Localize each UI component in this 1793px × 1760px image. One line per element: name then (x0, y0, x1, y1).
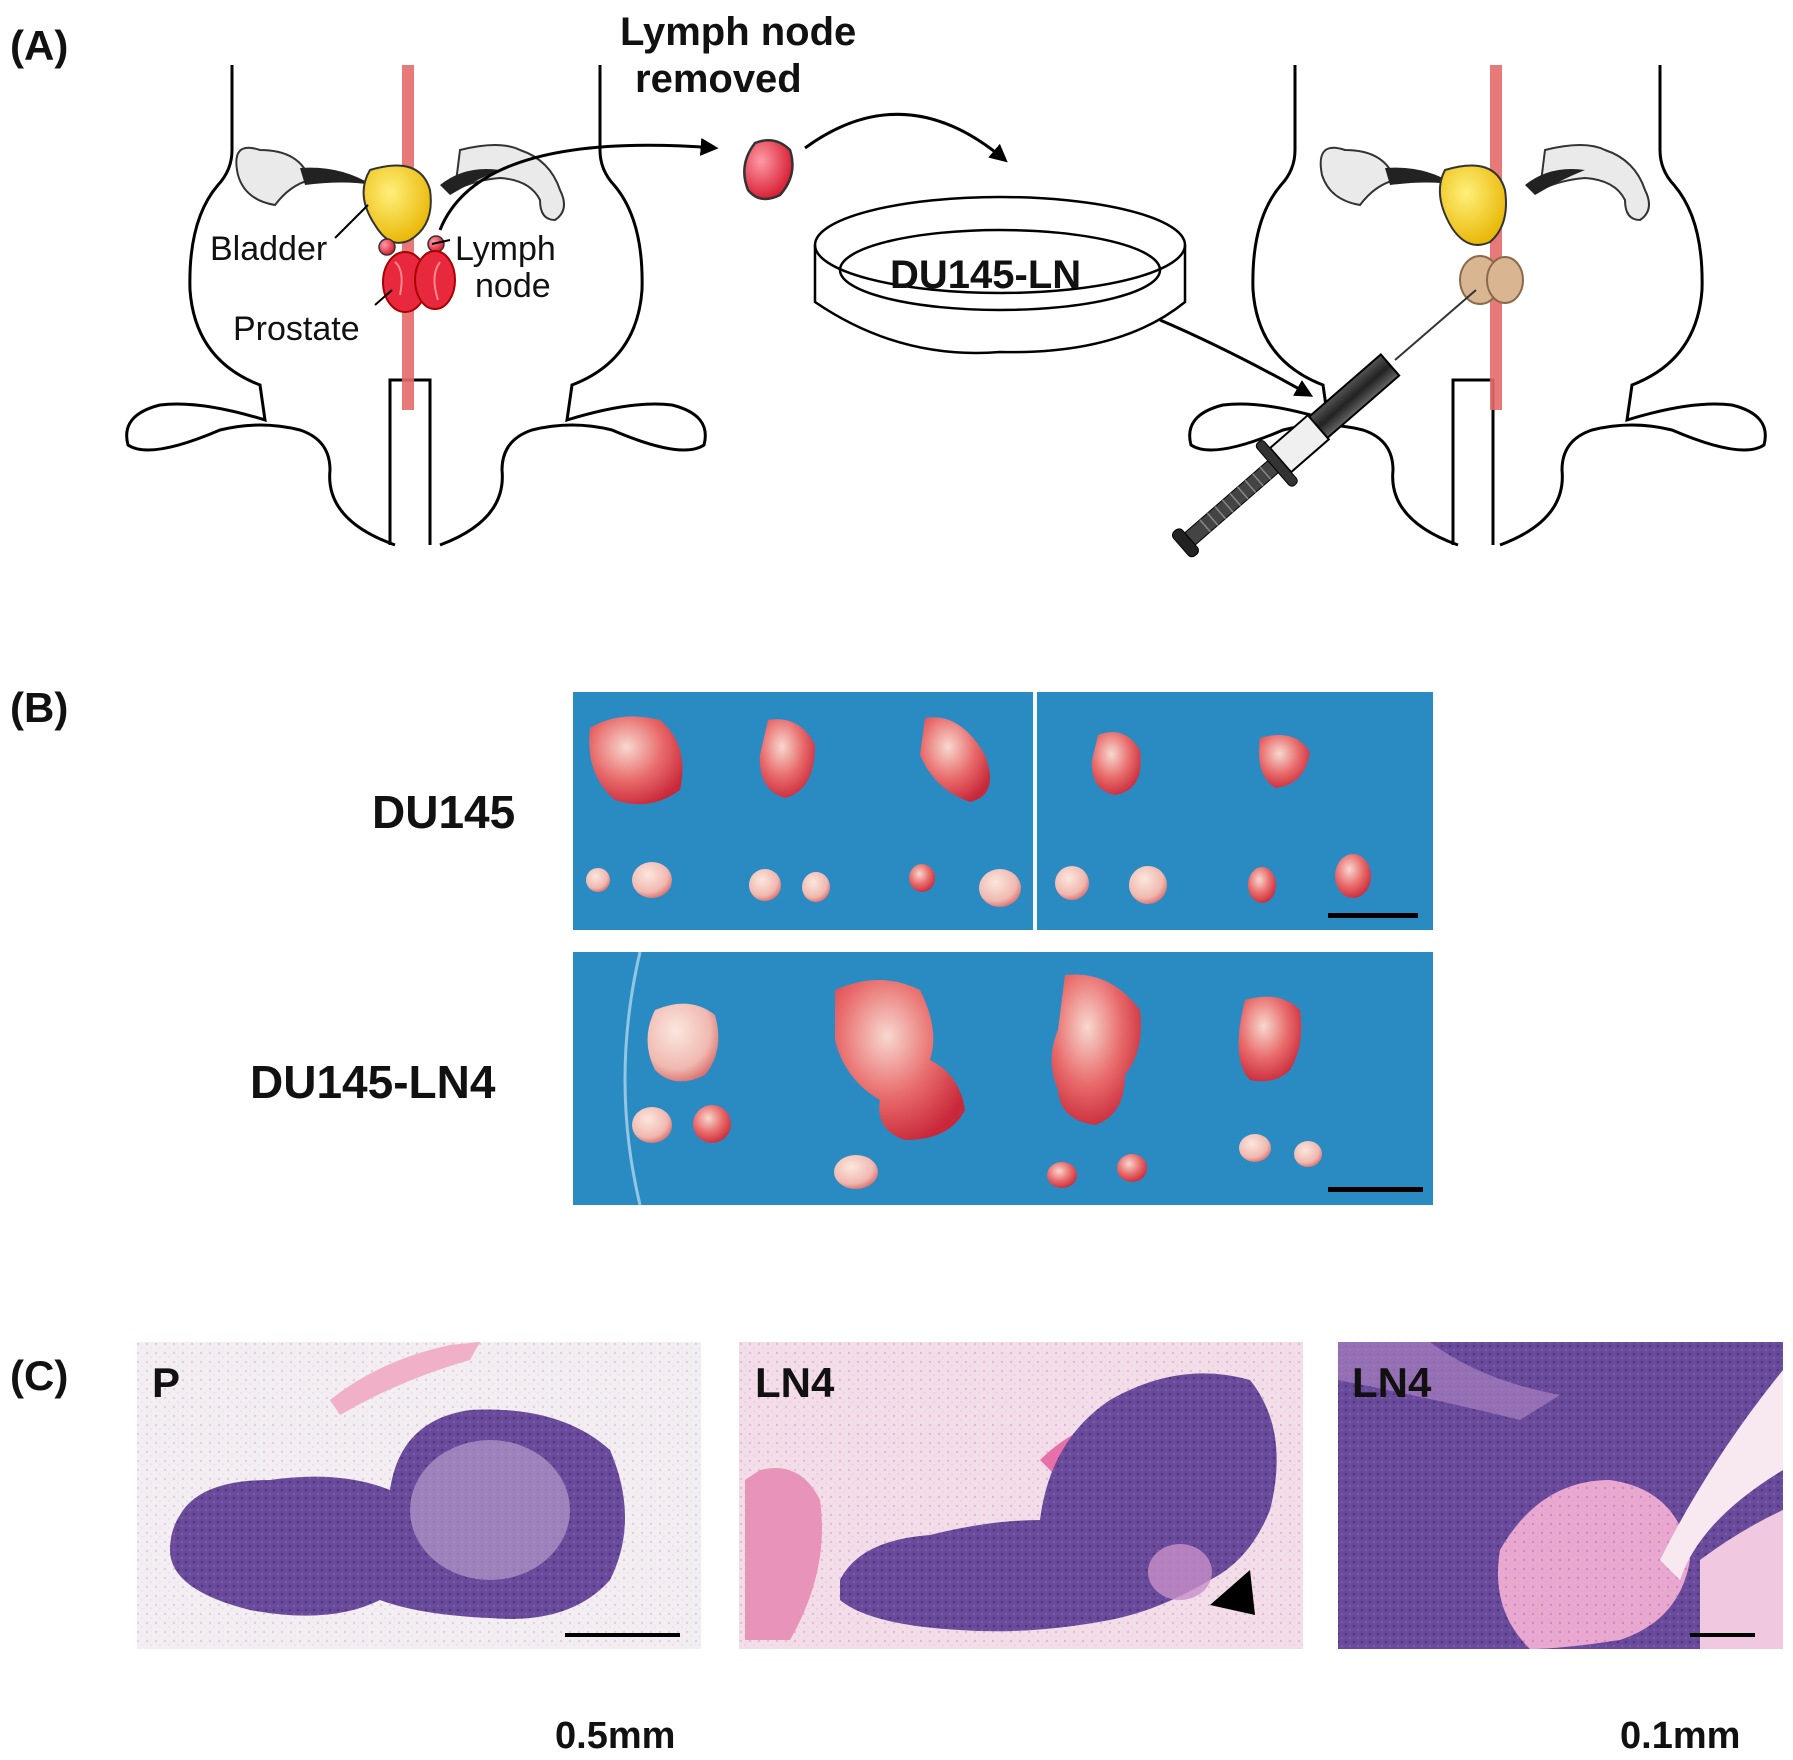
label-lymph-removed-1: Lymph node (620, 10, 856, 54)
label-lymph-removed-2: removed (635, 57, 802, 101)
mouse-right (1188, 65, 1767, 547)
histology-ln4-high (1338, 1342, 1783, 1649)
panel-c: (C) P LN4 (10, 1342, 1783, 1757)
arrow-to-syringe (1159, 318, 1314, 397)
syringe (1172, 289, 1477, 558)
photo-du145 (573, 692, 1433, 930)
panel-b-letter: (B) (10, 684, 68, 731)
seminal-vesicles-left (235, 144, 565, 222)
row-label-du145-ln4: DU145-LN4 (250, 1056, 496, 1108)
photo-du145-ln4 (573, 951, 1433, 1206)
label-node: node (475, 267, 551, 305)
dish-label: DU145-LN (890, 253, 1081, 297)
prostate-left (382, 250, 456, 313)
bladder-left (362, 164, 432, 244)
panel-a-letter: (A) (10, 22, 68, 69)
scale-label-05mm: 0.5mm (555, 1715, 675, 1757)
label-lymph: Lymph (455, 230, 556, 268)
arrow-to-removed (438, 137, 719, 231)
artery-right (1490, 65, 1502, 410)
row-label-du145: DU145 (372, 786, 515, 838)
seminal-vesicles-right (1319, 144, 1650, 222)
panel-b: (B) DU145 DU145-LN4 (10, 684, 1433, 1206)
label-bladder: Bladder (210, 230, 327, 268)
culture-dish (813, 195, 1187, 355)
bladder-right (1438, 164, 1507, 246)
histology-ln4-low (739, 1342, 1303, 1649)
lymph-node-left (378, 238, 396, 256)
arrow-to-dish (804, 112, 1008, 163)
scale-label-01mm: 0.1mm (1620, 1715, 1740, 1757)
label-prostate: Prostate (233, 310, 360, 348)
removed-lymph-node (743, 138, 794, 201)
panel-a: (A) Blad (10, 10, 1767, 558)
img1-label: P (152, 1359, 180, 1406)
img2-label: LN4 (755, 1359, 835, 1406)
img3-label: LN4 (1352, 1359, 1432, 1406)
histology-p (137, 1342, 701, 1649)
panel-c-letter: (C) (10, 1352, 68, 1399)
prostate-right (1459, 255, 1524, 305)
